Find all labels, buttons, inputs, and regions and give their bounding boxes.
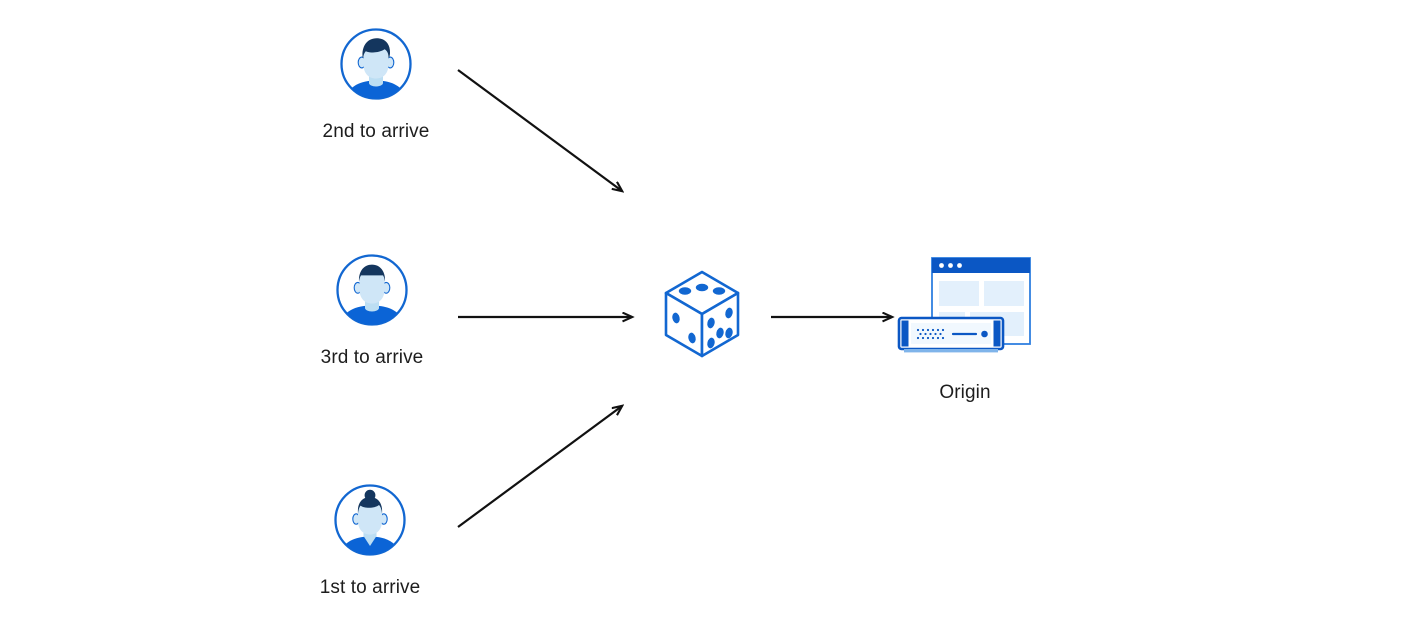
user-avatar-icon <box>338 26 414 102</box>
user-avatar-icon <box>334 252 410 328</box>
node-user-3rd-label: 3rd to arrive <box>320 347 424 368</box>
node-user-2nd[interactable]: 2nd to arrive <box>292 26 460 143</box>
node-user-2nd-label: 2nd to arrive <box>322 121 430 142</box>
node-user-3rd[interactable]: 3rd to arrive <box>288 252 456 369</box>
node-origin-label: Origin <box>939 382 991 403</box>
server-device-icon <box>897 316 1005 353</box>
arrow-user2-to-dice <box>457 69 622 191</box>
user-avatar-icon <box>332 482 408 558</box>
arrow-user1-to-dice <box>457 406 622 528</box>
dice-cube-icon <box>650 262 754 366</box>
origin-server-browser-icon <box>890 252 1040 366</box>
node-dice[interactable] <box>650 262 754 366</box>
node-user-1st[interactable]: 1st to arrive <box>286 482 454 599</box>
node-origin[interactable]: Origin <box>890 252 1040 404</box>
node-user-1st-label: 1st to arrive <box>319 577 421 598</box>
